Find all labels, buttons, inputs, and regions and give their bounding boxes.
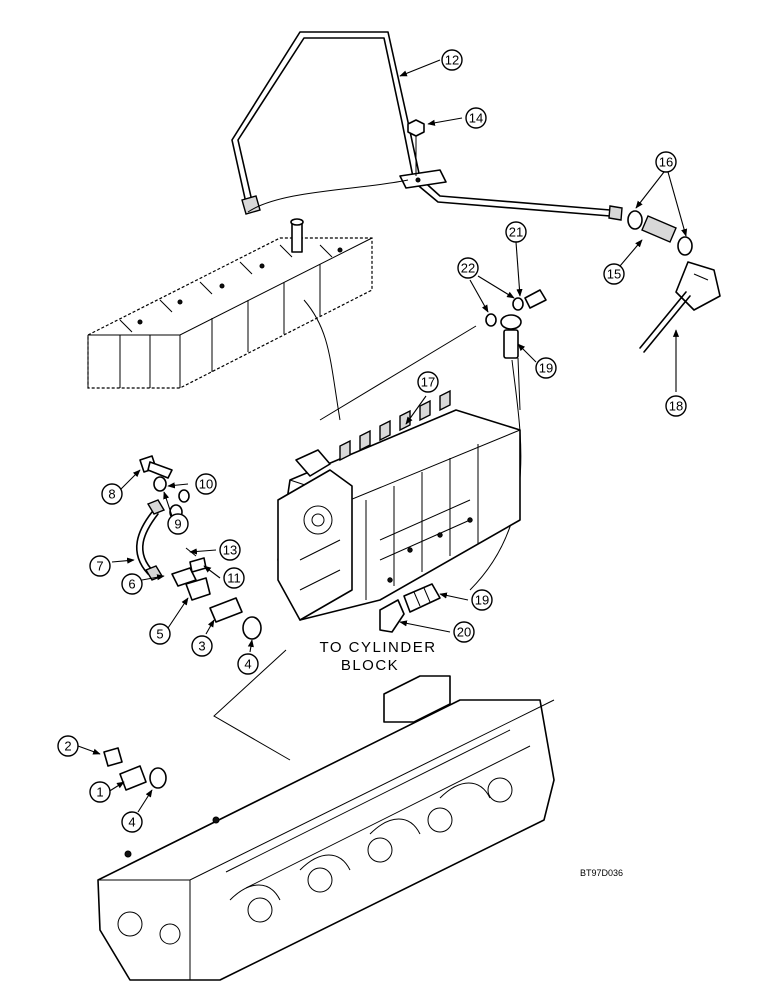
fitting-3-washer-4 bbox=[209, 597, 262, 640]
adapter-19-lower bbox=[403, 583, 441, 613]
svg-text:8: 8 bbox=[108, 487, 115, 502]
svg-text:19: 19 bbox=[475, 593, 489, 608]
svg-text:16: 16 bbox=[659, 155, 673, 170]
svg-text:14: 14 bbox=[469, 111, 483, 126]
line-bracket bbox=[399, 169, 447, 189]
callout-19b: 19 bbox=[471, 589, 493, 611]
callout-21: 21 bbox=[505, 221, 527, 243]
hose-assembly bbox=[627, 210, 693, 256]
callout-7: 7 bbox=[89, 555, 111, 577]
svg-text:20: 20 bbox=[457, 625, 471, 640]
drawing-code: BT97D036 bbox=[580, 868, 623, 878]
svg-text:10: 10 bbox=[199, 477, 213, 492]
nut-14 bbox=[407, 119, 425, 176]
fitting-8 bbox=[139, 455, 173, 479]
callout-12: 12 bbox=[441, 49, 463, 71]
callout-16: 16 bbox=[655, 151, 677, 173]
plugs-1-2-4 bbox=[103, 747, 167, 791]
svg-text:12: 12 bbox=[445, 53, 459, 68]
callout-17: 17 bbox=[417, 371, 439, 393]
svg-text:15: 15 bbox=[607, 267, 621, 282]
leader-lines bbox=[77, 59, 688, 813]
callout-8: 8 bbox=[101, 483, 123, 505]
callout-10: 10 bbox=[195, 473, 217, 495]
svg-text:21: 21 bbox=[509, 225, 523, 240]
svg-text:17: 17 bbox=[421, 375, 435, 390]
callout-19: 19 bbox=[535, 357, 557, 379]
callout-15: 15 bbox=[603, 263, 625, 285]
svg-text:13: 13 bbox=[223, 543, 237, 558]
callout-3: 3 bbox=[191, 635, 213, 657]
svg-text:1: 1 bbox=[96, 785, 103, 800]
callout-9: 9 bbox=[167, 513, 189, 535]
elbow-20 bbox=[379, 599, 405, 633]
caption-line-2: BLOCK bbox=[341, 657, 399, 674]
svg-text:22: 22 bbox=[461, 261, 475, 276]
svg-text:7: 7 bbox=[96, 559, 103, 574]
callout-4b: 4 bbox=[121, 811, 143, 833]
svg-text:11: 11 bbox=[227, 571, 241, 586]
callout-1: 1 bbox=[89, 781, 111, 803]
svg-text:4: 4 bbox=[128, 815, 135, 830]
callout-13: 13 bbox=[219, 539, 241, 561]
svg-text:18: 18 bbox=[669, 399, 683, 414]
washers-9-10 bbox=[153, 476, 190, 520]
caption-line-1: TO CYLINDER bbox=[319, 639, 436, 656]
callout-4: 4 bbox=[237, 653, 259, 675]
callout-2: 2 bbox=[57, 735, 79, 757]
callout-18: 18 bbox=[665, 395, 687, 417]
svg-text:4: 4 bbox=[244, 657, 251, 672]
callout-5: 5 bbox=[149, 623, 171, 645]
injection-pump bbox=[277, 389, 521, 621]
banjo-fitting-upper bbox=[319, 289, 547, 421]
hose-7 bbox=[136, 499, 166, 581]
svg-text:3: 3 bbox=[198, 639, 205, 654]
callout-20: 20 bbox=[453, 621, 475, 643]
svg-text:6: 6 bbox=[128, 577, 135, 592]
svg-text:19: 19 bbox=[539, 361, 553, 376]
stud bbox=[290, 218, 304, 253]
aneroid-18 bbox=[639, 261, 721, 353]
callout-22: 22 bbox=[457, 257, 479, 279]
valve-cover bbox=[87, 237, 373, 389]
svg-text:2: 2 bbox=[64, 739, 71, 754]
cylinder-head bbox=[97, 675, 555, 981]
svg-text:9: 9 bbox=[174, 517, 181, 532]
callout-6: 6 bbox=[121, 573, 143, 595]
callout-11: 11 bbox=[223, 567, 245, 589]
line-fitting bbox=[241, 195, 261, 215]
callout-14: 14 bbox=[465, 107, 487, 129]
fuel-line-12 bbox=[231, 31, 623, 221]
fittings-5-6-11-13 bbox=[171, 547, 211, 601]
svg-text:5: 5 bbox=[156, 627, 163, 642]
